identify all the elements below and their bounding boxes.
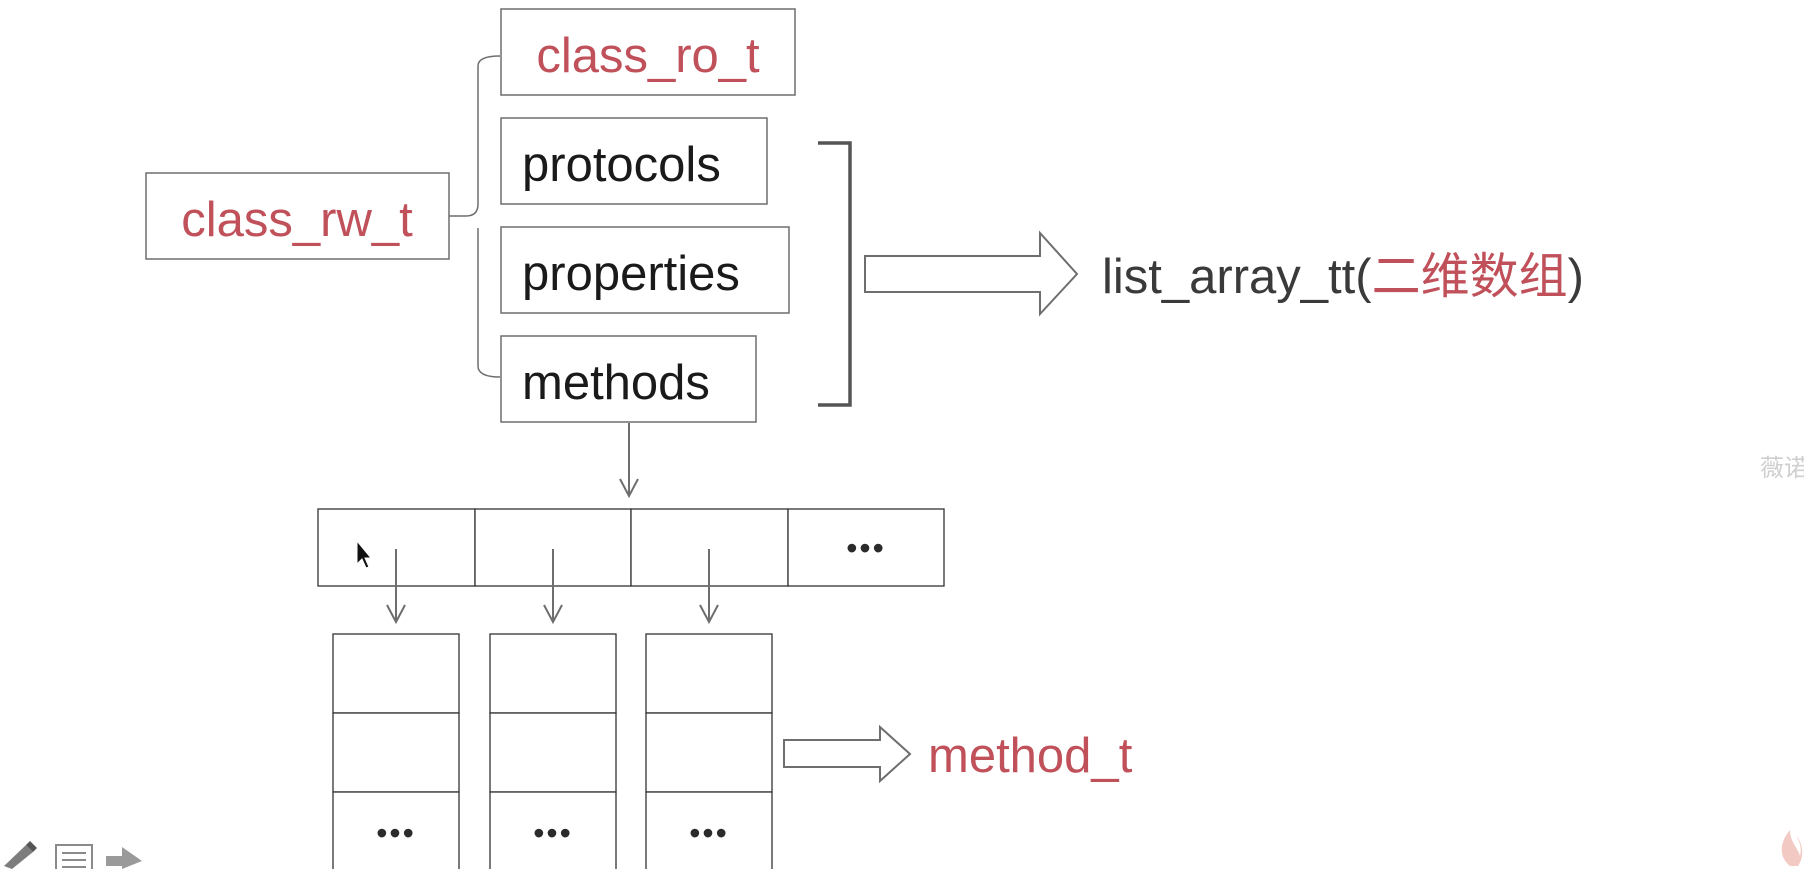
class-ro-t-node: class_ro_t	[500, 8, 796, 96]
list-array-tt-label: list_array_tt(二维数组)	[1102, 250, 1584, 304]
method-list-column: •••	[489, 633, 617, 872]
list-array-tt-suffix: )	[1568, 250, 1584, 304]
protocols-label: protocols	[522, 138, 721, 192]
list-icon[interactable]	[55, 844, 93, 872]
methods-node: methods	[500, 335, 757, 423]
method-list-ellipsis: •••	[376, 815, 416, 851]
class-rw-t-brace	[449, 55, 501, 378]
bottom-toolbar	[4, 841, 142, 872]
protocols-node: protocols	[500, 117, 768, 205]
method-t-label: method_t	[928, 729, 1133, 783]
list-bracket	[818, 141, 852, 407]
two-dimensional-array-label: 二维数组	[1372, 250, 1568, 304]
watermark-text: 薇诺	[1760, 455, 1804, 482]
class-ro-t-label: class_ro_t	[536, 29, 760, 83]
method-list-column: •••	[332, 633, 460, 872]
properties-label: properties	[522, 247, 740, 301]
method-list-ellipsis: •••	[689, 815, 729, 851]
array-ellipsis: •••	[846, 530, 886, 566]
methods-label: methods	[522, 356, 710, 410]
flame-icon	[1781, 830, 1803, 866]
method-t-arrow	[783, 724, 912, 784]
arrow-right-icon[interactable]	[106, 847, 142, 869]
list-array-tt-prefix: list_array_tt(	[1102, 250, 1372, 304]
list-array-arrow	[864, 230, 1079, 317]
methods-to-array-arrow	[619, 423, 639, 499]
class-rw-t-node: class_rw_t	[145, 172, 450, 260]
mouse-cursor-icon	[356, 539, 373, 569]
array-to-lists-arrows	[386, 549, 719, 625]
method-list-ellipsis: •••	[533, 815, 573, 851]
pencil-icon[interactable]	[4, 841, 37, 869]
method-list-array: •••	[317, 508, 945, 587]
array-cell-ellipsis	[787, 508, 945, 587]
method-list-column: •••	[645, 633, 773, 872]
class-rw-t-label: class_rw_t	[181, 193, 413, 247]
properties-node: properties	[500, 226, 790, 314]
